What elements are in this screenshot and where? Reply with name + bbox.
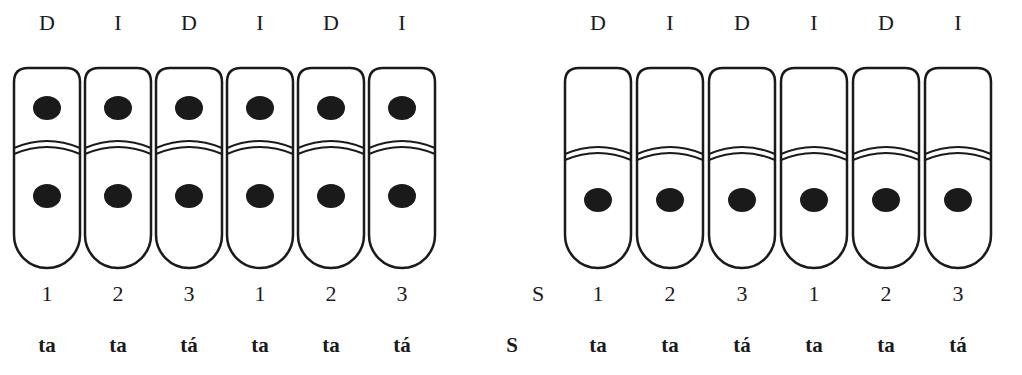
nucleus-dot <box>246 184 274 208</box>
nucleus-dot <box>104 184 132 208</box>
beat-number: 1 <box>809 283 820 305</box>
capsule-outline <box>14 68 80 268</box>
nucleus-dot <box>175 184 203 208</box>
cell-divider <box>925 153 991 160</box>
syllable: ta <box>877 335 895 356</box>
nucleus-dot <box>246 96 274 120</box>
cell-capsule <box>853 68 919 268</box>
beat-number: 1 <box>255 283 266 305</box>
cell-divider <box>637 153 703 160</box>
stress-letter: D <box>323 12 339 34</box>
cell-capsule <box>925 68 991 268</box>
beat-number: 2 <box>665 283 676 305</box>
capsule-outline <box>85 68 151 268</box>
nucleus-dot <box>584 188 612 212</box>
nucleus-dot <box>317 184 345 208</box>
syllable: tá <box>949 335 967 356</box>
stress-letter: D <box>590 12 606 34</box>
syllable: ta <box>251 335 269 356</box>
cell-capsule <box>781 68 847 268</box>
capsule-outline <box>298 68 364 268</box>
syllable: ta <box>322 335 340 356</box>
capsule-outline <box>709 68 775 268</box>
nucleus-dot <box>388 96 416 120</box>
cell-divider <box>781 153 847 160</box>
beat-number: 1 <box>42 283 53 305</box>
cell-divider <box>709 153 775 160</box>
cell-capsule <box>14 68 80 268</box>
nucleus-dot <box>388 184 416 208</box>
stress-letter: I <box>954 12 961 34</box>
stress-letter: I <box>114 12 121 34</box>
capsule-outline <box>565 68 631 268</box>
capsule-outline <box>637 68 703 268</box>
separator-letter: S <box>506 335 518 356</box>
syllable: ta <box>589 335 607 356</box>
syllable: tá <box>393 335 411 356</box>
capsule-outline <box>925 68 991 268</box>
stress-letter: D <box>878 12 894 34</box>
capsule-outline <box>781 68 847 268</box>
separator-letter: S <box>532 283 544 305</box>
beat-number: 1 <box>593 283 604 305</box>
capsule-outline <box>156 68 222 268</box>
beat-number: 3 <box>953 283 964 305</box>
stress-letter: D <box>181 12 197 34</box>
beat-number: 3 <box>397 283 408 305</box>
stress-letter: I <box>810 12 817 34</box>
stress-letter: D <box>734 12 750 34</box>
beat-number: 3 <box>737 283 748 305</box>
cell-divider <box>156 147 222 154</box>
stress-letter: I <box>398 12 405 34</box>
cell-capsule <box>298 68 364 268</box>
nucleus-dot <box>317 96 345 120</box>
syllable: tá <box>733 335 751 356</box>
cell-divider <box>227 147 293 154</box>
cell-divider <box>369 147 435 154</box>
nucleus-dot <box>872 188 900 212</box>
nucleus-dot <box>175 96 203 120</box>
stress-letter: D <box>39 12 55 34</box>
syllable: tá <box>180 335 198 356</box>
stress-letter: I <box>256 12 263 34</box>
syllable: ta <box>805 335 823 356</box>
cell-divider <box>298 147 364 154</box>
cell-capsule <box>227 68 293 268</box>
beat-number: 2 <box>113 283 124 305</box>
beat-number: 2 <box>326 283 337 305</box>
cell-capsule <box>709 68 775 268</box>
capsule-outline <box>853 68 919 268</box>
nucleus-dot <box>656 188 684 212</box>
capsule-outline <box>369 68 435 268</box>
cell-divider <box>14 147 80 154</box>
cell-capsule <box>85 68 151 268</box>
cell-divider <box>853 153 919 160</box>
nucleus-dot <box>728 188 756 212</box>
stress-letter: I <box>666 12 673 34</box>
nucleus-dot <box>33 184 61 208</box>
capsule-outline <box>227 68 293 268</box>
cell-capsule <box>565 68 631 268</box>
nucleus-dot <box>104 96 132 120</box>
beat-number: 2 <box>881 283 892 305</box>
cell-capsule <box>156 68 222 268</box>
nucleus-dot <box>33 96 61 120</box>
syllable: ta <box>38 335 56 356</box>
nucleus-dot <box>800 188 828 212</box>
cell-divider <box>85 147 151 154</box>
cell-capsule <box>637 68 703 268</box>
beat-number: 3 <box>184 283 195 305</box>
syllable: ta <box>661 335 679 356</box>
cell-capsule <box>369 68 435 268</box>
syllable: ta <box>109 335 127 356</box>
cell-divider <box>565 153 631 160</box>
nucleus-dot <box>944 188 972 212</box>
